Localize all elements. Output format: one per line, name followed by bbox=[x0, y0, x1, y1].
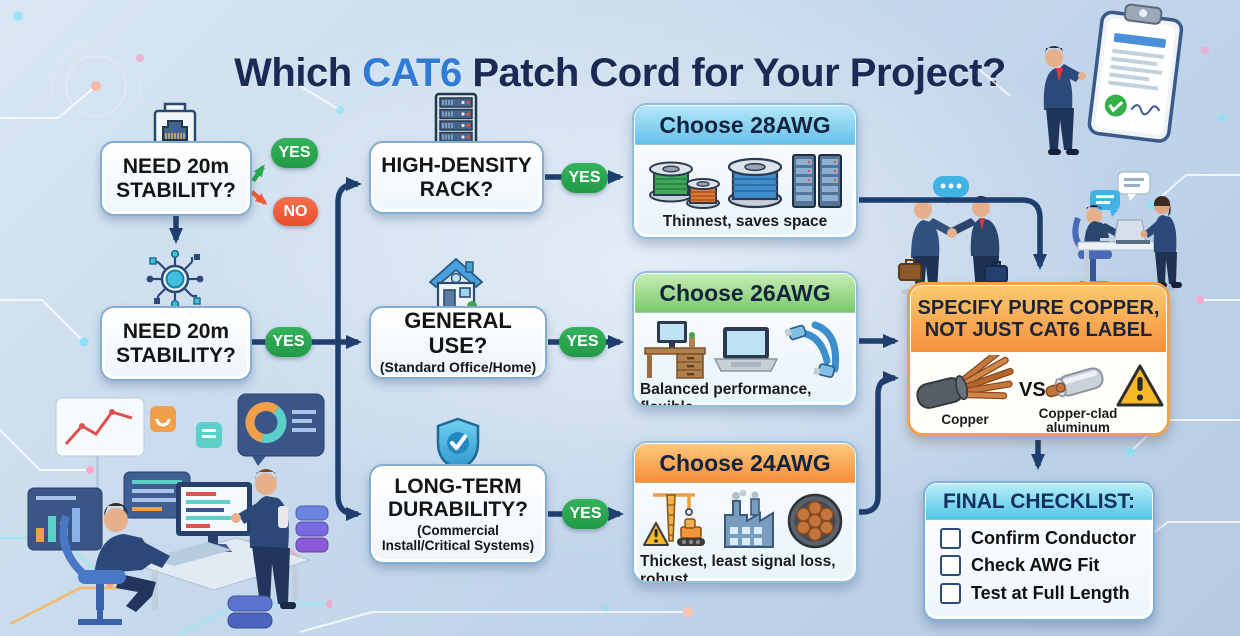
shield-check-icon bbox=[436, 417, 480, 471]
yes-badge-1: YES bbox=[271, 138, 318, 168]
warning-triangle-icon bbox=[1116, 364, 1164, 407]
yes-badge-rack: YES bbox=[561, 163, 608, 193]
checkbox-test-full-length[interactable] bbox=[940, 582, 961, 604]
network-hub-icon bbox=[146, 250, 204, 308]
checklist-item: Test at Full Length bbox=[940, 582, 1153, 604]
copper-cable-icon bbox=[916, 355, 1014, 409]
card-caption-24awg: Thickest, least signal loss, robust bbox=[640, 553, 836, 583]
yes-badge-2: YES bbox=[265, 327, 312, 357]
page-title: Which CAT6 Patch Cord for Your Project? bbox=[234, 50, 1006, 95]
question-label: GENERAL USE? bbox=[404, 308, 512, 358]
card-caption-26awg: Balanced performance, flexible bbox=[640, 381, 812, 405]
yes-badge-durability: YES bbox=[562, 499, 609, 529]
question-box-durability: LONG-TERM DURABILITY? (Commercial Instal… bbox=[369, 464, 547, 564]
cca-label: Copper-clad aluminum bbox=[1038, 406, 1118, 436]
cable-spools-and-racks-icon bbox=[649, 154, 842, 209]
question-label: LONG-TERM DURABILITY? bbox=[388, 474, 528, 522]
checklist-item-label: Test at Full Length bbox=[971, 582, 1130, 603]
question-label: NEED 20m STABILITY? bbox=[116, 319, 236, 367]
result-card-26awg: Choose 26AWG bbox=[632, 271, 858, 407]
illustration-analytics-scene bbox=[0, 393, 332, 636]
house-icon bbox=[428, 257, 484, 311]
result-card-28awg: Choose 28AWG bbox=[632, 103, 858, 239]
final-checklist-box: FINAL CHECKLIST: Confirm Conductor Check… bbox=[923, 481, 1155, 621]
checklist-item-label: Confirm Conductor bbox=[971, 527, 1136, 548]
checkbox-confirm-conductor[interactable] bbox=[940, 527, 961, 549]
cat6-highlight: CAT6 bbox=[362, 50, 462, 95]
card-header-24awg: Choose 24AWG bbox=[635, 444, 855, 483]
cca-cable-icon bbox=[1045, 367, 1104, 398]
copper-label: Copper bbox=[941, 412, 989, 427]
checklist-item: Confirm Conductor bbox=[940, 527, 1153, 549]
copper-warning-box: SPECIFY PURE COPPER, NOT JUST CAT6 LABEL… bbox=[907, 282, 1170, 436]
card-header-26awg: Choose 26AWG bbox=[635, 274, 855, 313]
checkbox-check-awg-fit[interactable] bbox=[940, 555, 961, 576]
no-badge-1: NO bbox=[273, 197, 318, 226]
vs-label: VS bbox=[1019, 379, 1046, 401]
question-box-high-density: HIGH-DENSITY RACK? bbox=[369, 141, 544, 214]
illustration-meeting-scene bbox=[1066, 171, 1182, 294]
checklist-title: FINAL CHECKLIST: bbox=[926, 484, 1152, 520]
question-label: HIGH-DENSITY RACK? bbox=[381, 153, 532, 201]
question-box-stability-2: NEED 20m STABILITY? bbox=[100, 306, 252, 381]
question-sublabel: (Standard Office/Home) bbox=[379, 359, 537, 376]
construction-factory-cable-icon bbox=[643, 489, 843, 549]
checklist-item-label: Check AWG Fit bbox=[971, 555, 1100, 575]
card-header-28awg: Choose 28AWG bbox=[635, 106, 855, 145]
copper-warning-title: SPECIFY PURE COPPER, NOT JUST CAT6 LABEL bbox=[911, 286, 1166, 352]
desk-laptop-cables-icon bbox=[644, 321, 840, 379]
result-card-24awg: Choose 24AWG bbox=[632, 441, 858, 583]
illustration-clipboard-scene bbox=[1043, 3, 1184, 155]
question-box-stability-1: NEED 20m STABILITY? bbox=[100, 141, 252, 216]
question-box-general-use: GENERAL USE? (Standard Office/Home) bbox=[369, 306, 547, 379]
question-label: NEED 20m STABILITY? bbox=[116, 154, 236, 202]
card-caption-28awg: Thinnest, saves space bbox=[662, 213, 828, 230]
yes-badge-general: YES bbox=[559, 327, 606, 357]
question-sublabel: (Commercial Install/Critical Systems) bbox=[381, 522, 535, 553]
checklist-item: Check AWG Fit bbox=[940, 555, 1153, 576]
